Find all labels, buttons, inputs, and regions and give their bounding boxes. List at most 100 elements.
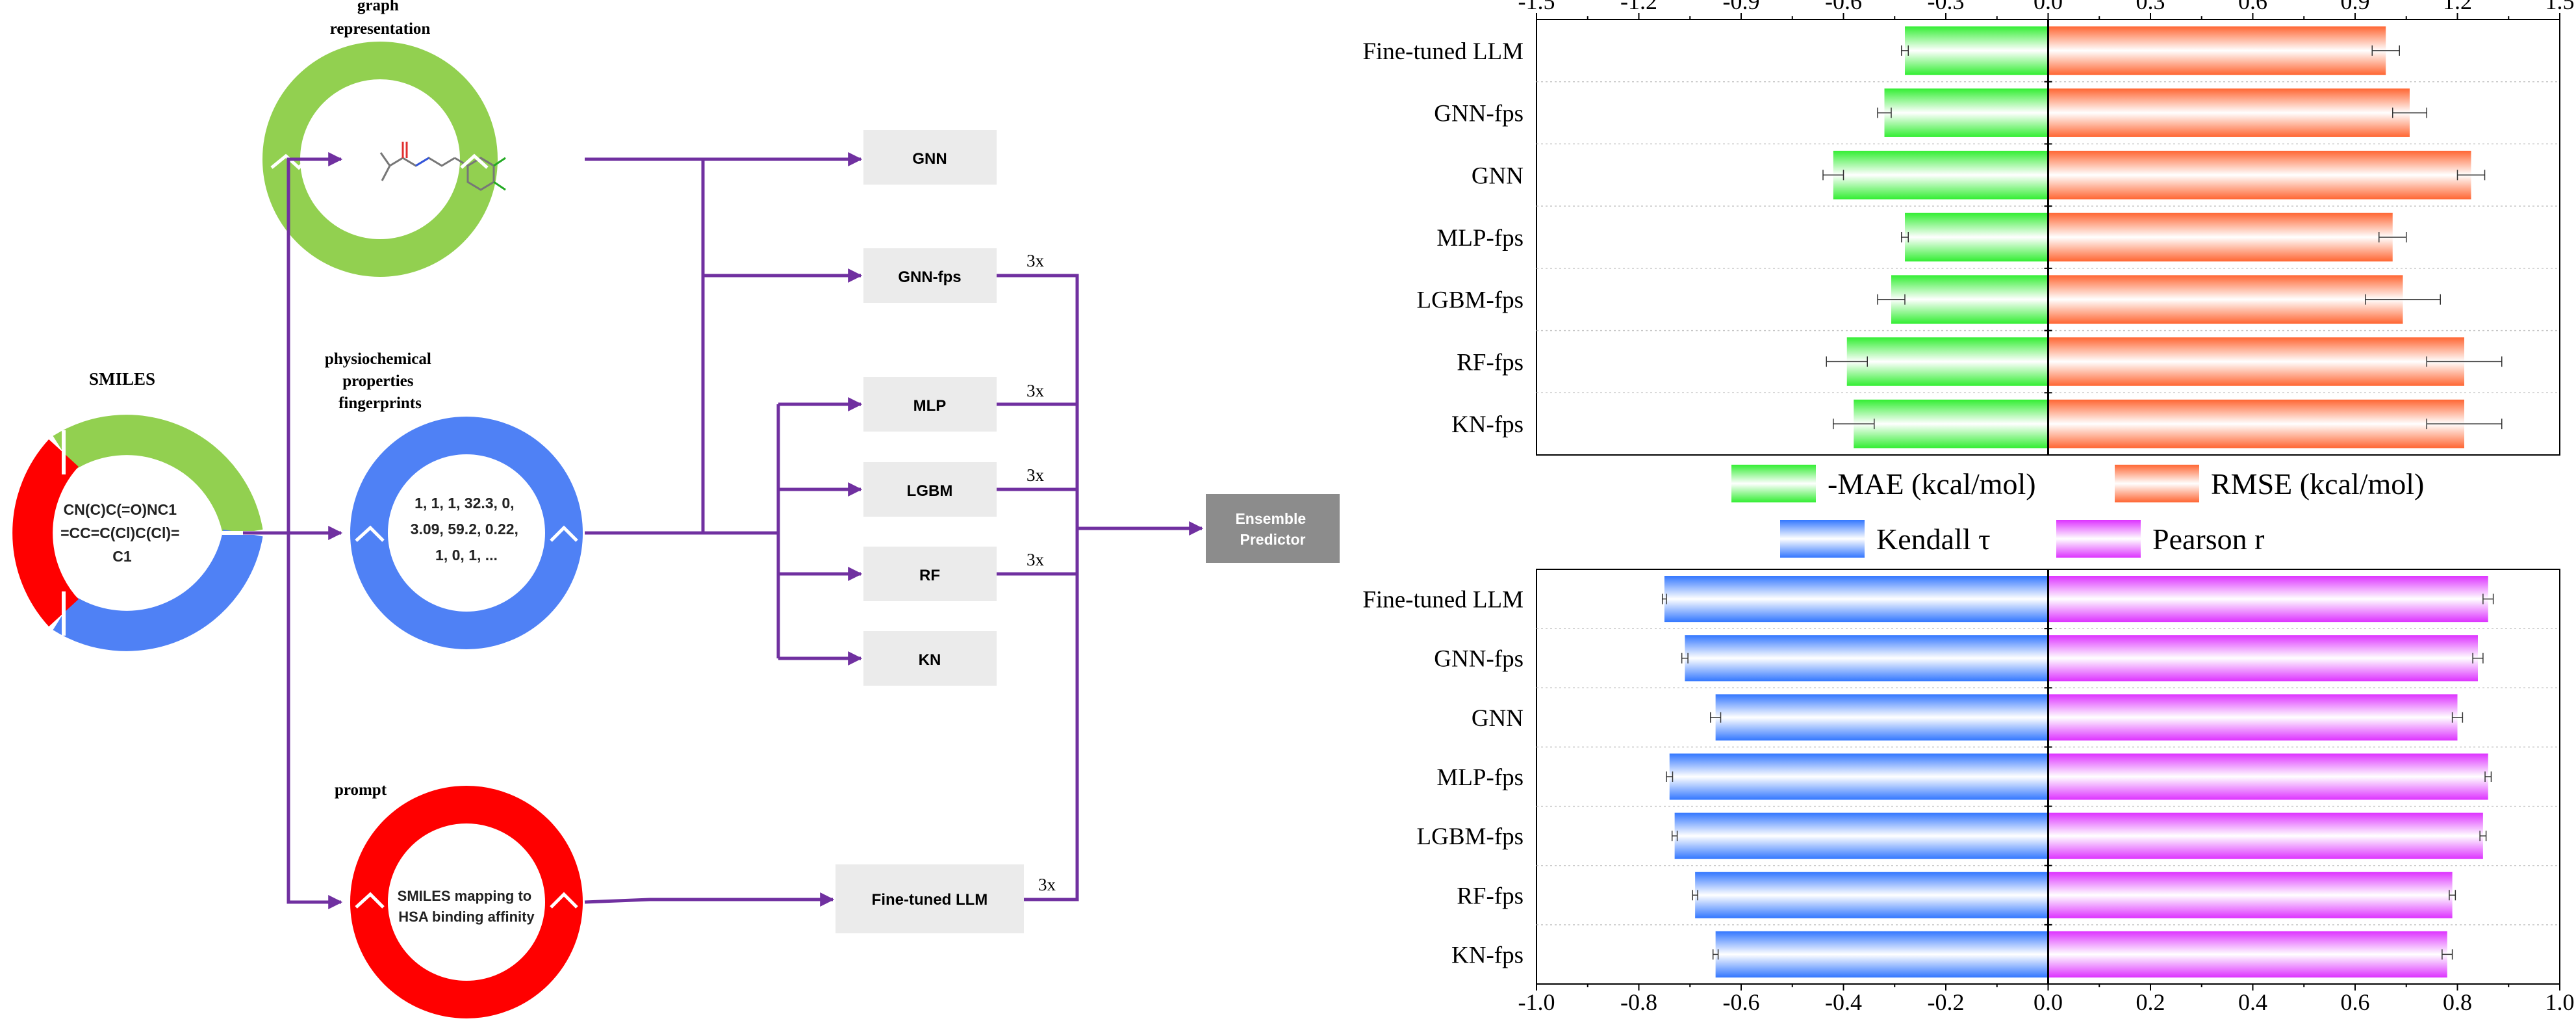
legend-label: RMSE (kcal/mol) <box>2211 467 2424 500</box>
model-box-kn: KN <box>919 651 941 669</box>
bar <box>1854 399 2048 448</box>
x-tick-label: -1.5 <box>1518 0 1555 14</box>
category-label: GNN <box>1472 162 1524 189</box>
bar <box>1833 150 2048 200</box>
bar <box>2048 872 2453 918</box>
model-box-rf: RF <box>919 567 940 584</box>
x-tick-label: 0.6 <box>2238 0 2267 14</box>
category-label: Fine-tuned LLM <box>1362 38 1524 65</box>
x-tick-label: 0.0 <box>2034 989 2063 1015</box>
x-tick-label: -0.2 <box>1928 989 1965 1015</box>
x-tick-label: 0.0 <box>2034 0 2063 14</box>
bar <box>2048 931 2447 978</box>
bar <box>2048 399 2464 448</box>
bar <box>1846 337 2048 386</box>
x-tick-label: -0.3 <box>1928 0 1965 14</box>
model-box-fine-tuned-llm: Fine-tuned LLM <box>872 891 988 909</box>
x-tick-label: 0.6 <box>2341 989 2370 1015</box>
x-tick-label: 0.3 <box>2136 0 2165 14</box>
repeat-label-mlp: 3x <box>1027 381 1045 400</box>
legend-error-metrics: -MAE (kcal/mol) RMSE (kcal/mol) <box>1731 465 2424 502</box>
smiles-string: CN(C)C(=O)NC1 =CC=C(Cl)C(Cl)= C1 <box>60 501 184 565</box>
bar <box>2048 275 2403 324</box>
x-tick-label: -1.2 <box>1620 0 1657 14</box>
bar <box>1664 576 2048 623</box>
repeat-label-gnn-fps: 3x <box>1027 251 1045 270</box>
x-tick-label: -0.8 <box>1620 989 1657 1015</box>
prompt-ring-notch-right <box>550 892 578 909</box>
graph-title: graph representation <box>330 0 431 38</box>
workflow-diagram: SMILES CN(C)C(=O)NC1 =CC=C(Cl)C(Cl)= C1 … <box>12 0 1340 1018</box>
bar <box>1715 694 2048 741</box>
category-label: RF-fps <box>1457 883 1524 909</box>
repeat-labels: 3x 3x 3x 3x 3x <box>1027 251 1056 894</box>
smiles-ring <box>12 415 264 651</box>
smiles-title: SMILES <box>89 369 155 389</box>
model-box-gnn-fps: GNN-fps <box>898 268 961 286</box>
bar <box>2048 635 2478 682</box>
graph-ring-notch-right <box>460 153 489 169</box>
repeat-label-rf: 3x <box>1027 550 1045 569</box>
bar <box>1905 26 2048 75</box>
model-box-mlp: MLP <box>913 397 947 415</box>
prompt-text: SMILES mapping to HSA binding affinity <box>398 888 536 925</box>
repeat-label-lgbm: 3x <box>1027 465 1045 485</box>
x-tick-label: 0.8 <box>2443 989 2472 1015</box>
phys-values: 1, 1, 1, 32.3, 0, 3.09, 59.2, 0.22, 1, 0… <box>411 495 523 563</box>
bar <box>2048 88 2410 137</box>
x-tick-label: 0.4 <box>2238 989 2267 1015</box>
bar <box>2048 26 2386 75</box>
category-label: GNN-fps <box>1434 646 1524 673</box>
model-box-lgbm: LGBM <box>907 482 953 500</box>
phys-ring-notch-right <box>550 525 578 542</box>
category-label: RF-fps <box>1457 349 1524 376</box>
bar <box>2048 213 2393 262</box>
category-label: GNN-fps <box>1434 101 1524 127</box>
category-label: LGBM-fps <box>1417 823 1524 850</box>
category-label: GNN <box>1472 705 1524 732</box>
legend-swatch <box>2115 465 2199 502</box>
bar <box>1715 931 2048 978</box>
molecule-structure-icon <box>379 142 506 191</box>
connector-arrows <box>243 152 1204 909</box>
prompt-ring <box>350 786 583 1018</box>
category-label: KN-fps <box>1451 942 1524 968</box>
legend-swatch <box>1780 520 1865 558</box>
x-tick-label: -1.0 <box>1518 989 1555 1015</box>
legend-label: Kendall τ <box>1876 523 1991 556</box>
legend-label: Pearson r <box>2152 523 2264 556</box>
category-label: Fine-tuned LLM <box>1362 587 1524 614</box>
category-label: LGBM-fps <box>1417 287 1524 314</box>
x-tick-label: 1.2 <box>2443 0 2472 14</box>
x-tick-label: -0.9 <box>1723 0 1760 14</box>
x-tick-label: 1.5 <box>2545 0 2575 14</box>
model-box-gnn: GNN <box>912 150 947 168</box>
bar <box>2048 150 2471 200</box>
bar <box>2048 694 2458 741</box>
phys-title: physiochemical properties fingerprints <box>325 350 435 412</box>
legend-label: -MAE (kcal/mol) <box>1828 467 2036 500</box>
bar <box>1669 753 2048 800</box>
bar <box>1884 88 2048 137</box>
bar <box>1674 812 2048 859</box>
category-label: MLP-fps <box>1436 225 1524 252</box>
x-tick-label: 0.9 <box>2341 0 2370 14</box>
x-tick-label: -0.6 <box>1825 0 1862 14</box>
bar <box>1905 213 2048 262</box>
x-tick-label: 0.2 <box>2136 989 2165 1015</box>
legend-swatch <box>2056 520 2141 558</box>
bar <box>2048 812 2483 859</box>
bar <box>1695 872 2048 918</box>
bar <box>2048 753 2488 800</box>
ensemble-predictor-box <box>1206 494 1340 563</box>
phys-ring-notch-left <box>355 525 385 542</box>
bar <box>1685 635 2048 682</box>
legend-correlation-metrics: Kendall τ Pearson r <box>1780 520 2264 558</box>
x-tick-label: -0.6 <box>1723 989 1760 1015</box>
bar <box>2048 337 2464 386</box>
prompt-title: prompt <box>335 781 387 799</box>
x-tick-label: -0.4 <box>1825 989 1862 1015</box>
category-label: MLP-fps <box>1436 764 1524 791</box>
